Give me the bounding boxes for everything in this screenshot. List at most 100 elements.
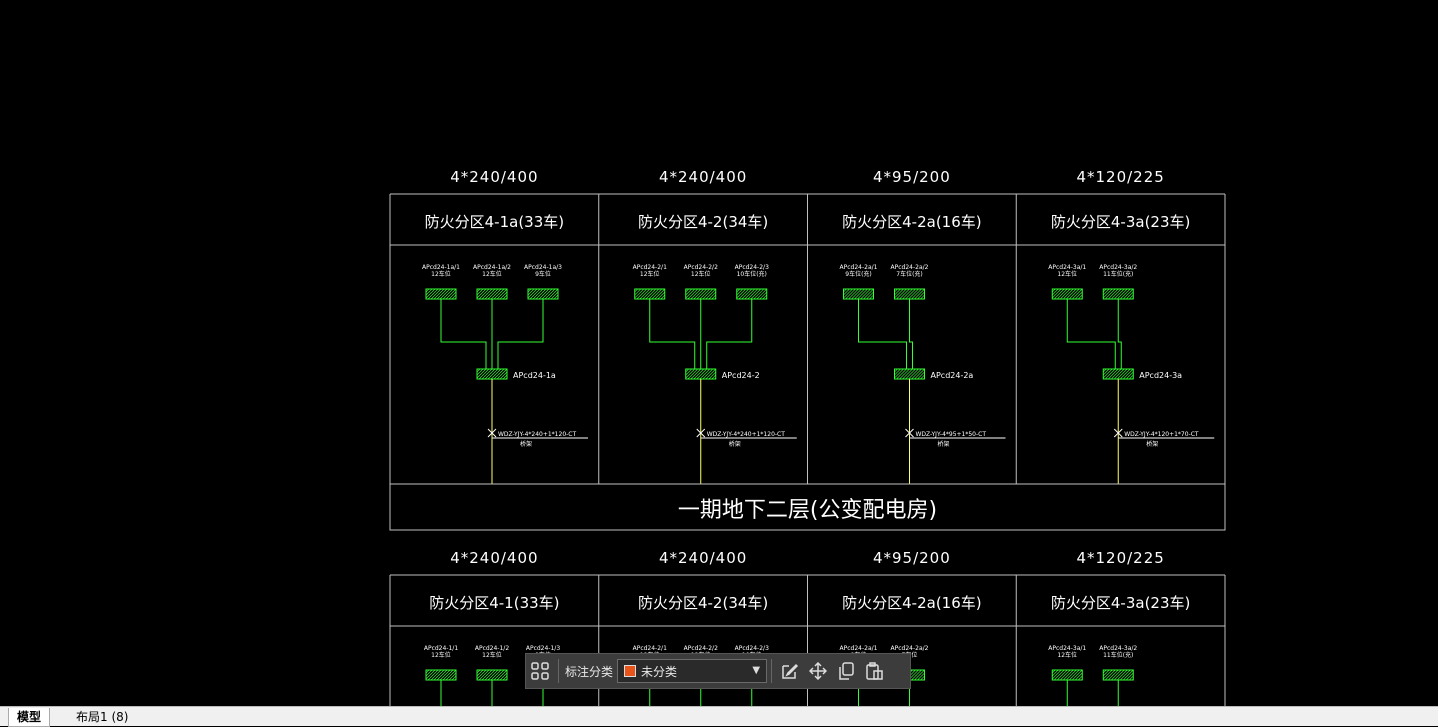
sub-distribution-box — [894, 288, 925, 300]
sub-distribution-box — [1051, 669, 1083, 681]
sub-box-name: APcd24-3a/1 — [1048, 645, 1086, 652]
main-distribution-box — [476, 368, 508, 380]
feeder-line — [1117, 299, 1122, 369]
cable-tick — [696, 428, 706, 438]
cable-spec-header: 4*95/200 — [873, 168, 951, 186]
footer-frame — [389, 483, 1226, 531]
sub-distribution-box — [736, 288, 768, 300]
sub-distribution-box — [476, 288, 508, 300]
cad-drawing-canvas[interactable]: 4*240/400 4*240/400 4*95/200 4*120/225 防火分区4… — [0, 0, 1438, 706]
cable-spec-header: 4*120/225 — [1076, 549, 1164, 567]
sub-box-name: APcd24-1a/1 — [422, 264, 460, 271]
category-select-value: 未分类 — [641, 664, 678, 679]
cable-note-label: 桥架 — [937, 440, 949, 448]
move-icon[interactable] — [804, 657, 832, 685]
edit-icon[interactable] — [776, 657, 804, 685]
cable-tick — [905, 428, 914, 438]
fire-zone-label: 防火分区4-3a(23车) — [1051, 594, 1190, 612]
sub-box-desc: 12车位 — [1057, 270, 1077, 278]
cable-spec-header: 4*240/400 — [450, 168, 538, 186]
sub-box-desc: 12车位 — [482, 651, 502, 659]
sub-box-name: APcd24-2/1 — [633, 645, 667, 652]
sub-box-desc: 12车位 — [431, 270, 451, 278]
cable-spec-label: WDZ-YJY-4*95+1*50-CT — [916, 431, 987, 438]
fire-zone-label: 防火分区4-1(33车) — [429, 594, 559, 612]
main-distribution-box — [894, 368, 925, 380]
sub-box-name: APcd24-2/1 — [633, 264, 667, 271]
sub-box-desc: 12车位 — [1057, 651, 1077, 659]
tab-model[interactable]: 模型 — [8, 708, 51, 727]
sub-box-desc: 9车位(充) — [845, 270, 872, 278]
feeder-line — [1066, 299, 1116, 369]
feeder-line — [440, 299, 487, 369]
sub-box-name: APcd24-1a/2 — [473, 264, 511, 271]
sub-distribution-box — [527, 288, 559, 300]
layout-tab-bar: 模型 布局1 (8) — [0, 706, 1438, 727]
main-distribution-box — [685, 368, 717, 380]
feeder-line — [858, 299, 907, 369]
floor-title: 一期地下二层(公变配电房) — [678, 498, 937, 523]
main-box-label: APcd24-2 — [722, 371, 760, 380]
sub-box-desc: 12车位 — [640, 270, 660, 278]
sub-box-name: APcd24-2a/2 — [891, 645, 929, 652]
fire-zone-label: 防火分区4-2a(16车) — [842, 213, 981, 231]
tab-layout[interactable]: 布局1 (8) — [76, 710, 129, 724]
cable-spec-label: WDZ-YJY-4*240+1*120-CT — [707, 431, 785, 438]
sub-box-name: APcd24-1a/3 — [524, 264, 562, 271]
fire-zone-label: 防火分区4-3a(23车) — [1051, 213, 1190, 231]
sub-distribution-box — [1102, 288, 1134, 300]
sub-box-name: APcd24-1/1 — [424, 645, 458, 652]
cable-spec-label: WDZ-YJY-4*120+1*70-CT — [1124, 431, 1199, 438]
fire-zone-label: 防火分区4-2(34车) — [638, 213, 768, 231]
toolbar-separator — [771, 659, 773, 683]
sub-box-desc: 10车位(充) — [737, 270, 767, 278]
chevron-down-icon: ▼ — [752, 665, 761, 676]
category-select[interactable]: 未分类 ▼ — [617, 659, 768, 683]
fire-zone-label: 防火分区4-2a(16车) — [842, 594, 981, 612]
feeder-line — [649, 299, 696, 369]
sub-distribution-box — [425, 288, 457, 300]
copy-icon[interactable] — [832, 657, 860, 685]
sub-box-name: APcd24-2a/1 — [840, 645, 878, 652]
sub-box-name: APcd24-2a/2 — [891, 264, 929, 271]
main-box-label: APcd24-1a — [513, 371, 556, 380]
feeder-line — [497, 299, 544, 369]
sub-box-desc: 12车位 — [691, 270, 711, 278]
sub-box-name: APcd24-3a/2 — [1099, 264, 1137, 271]
cable-note-label: 桥架 — [729, 440, 741, 448]
sub-box-name: APcd24-1/3 — [526, 645, 560, 652]
cable-spec-label: WDZ-YJY-4*240+1*120-CT — [498, 431, 576, 438]
cable-spec-header: 4*240/400 — [659, 549, 747, 567]
sub-box-desc: 11车位(充) — [1103, 270, 1133, 278]
paste-icon[interactable] — [860, 657, 888, 685]
cable-tick — [1113, 428, 1123, 438]
main-box-label: APcd24-2a — [931, 371, 974, 380]
sub-distribution-box — [1102, 669, 1134, 681]
cable-tick — [487, 428, 497, 438]
toolbar-separator — [558, 659, 559, 683]
category-swatch — [624, 665, 637, 677]
main-distribution-box — [1102, 368, 1134, 380]
cable-spec-header: 4*120/225 — [1076, 168, 1164, 186]
sub-box-desc: 9车位 — [535, 270, 551, 278]
grid-icon[interactable] — [526, 657, 554, 685]
feeder-line — [706, 299, 753, 369]
sub-box-name: APcd24-1/2 — [475, 645, 509, 652]
annotation-toolbar: 标注分类 未分类 ▼ — [525, 653, 911, 689]
sub-distribution-box — [1051, 288, 1083, 300]
sub-box-desc: 7车位(充) — [896, 270, 923, 278]
fire-zone-label: 防火分区4-1a(33车) — [425, 213, 564, 231]
category-label: 标注分类 — [565, 664, 614, 679]
sub-box-desc: 11车位(充) — [1103, 651, 1133, 659]
sub-distribution-box — [843, 288, 874, 300]
cable-spec-header: 4*240/400 — [450, 549, 538, 567]
sub-box-name: APcd24-2/2 — [684, 264, 718, 271]
sub-box-name: APcd24-2/3 — [735, 264, 769, 271]
main-box-label: APcd24-3a — [1139, 371, 1182, 380]
cable-spec-header: 4*240/400 — [659, 168, 747, 186]
sub-distribution-box — [685, 288, 717, 300]
sub-distribution-box — [425, 669, 457, 681]
sub-distribution-box — [634, 288, 666, 300]
sub-box-desc: 12车位 — [431, 651, 451, 659]
sub-box-name: APcd24-2/2 — [684, 645, 718, 652]
